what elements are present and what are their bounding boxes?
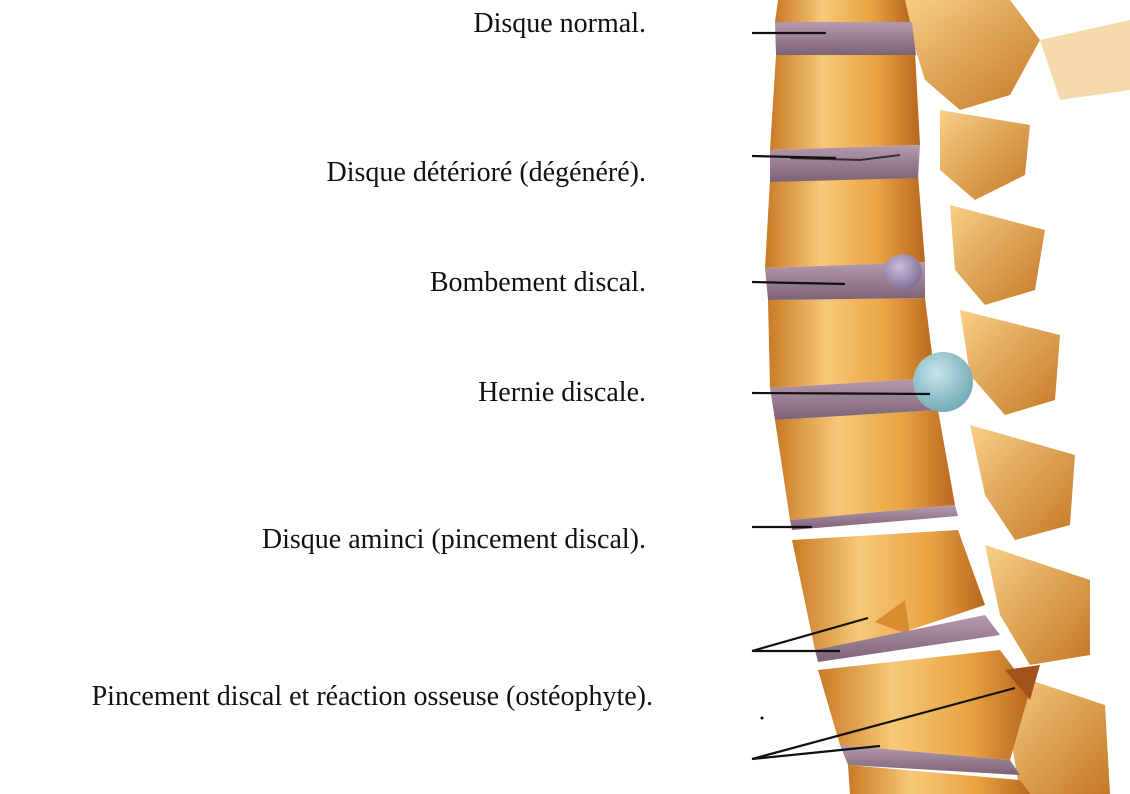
label-degenerated-disc: Disque détérioré (dégénéré). [327,156,647,190]
disc-hernia [913,352,973,412]
label-thinned-disc: Disque aminci (pincement discal). [262,523,646,557]
label-disc-bulge: Bombement discal. [430,266,646,300]
label-normal-disc: Disque normal. [473,7,646,41]
disc-bulge [884,254,922,290]
label-disc-hernia: Hernie discale. [478,376,646,410]
label-osteophyte: Pincement discal et réaction osseuse (os… [92,680,653,714]
